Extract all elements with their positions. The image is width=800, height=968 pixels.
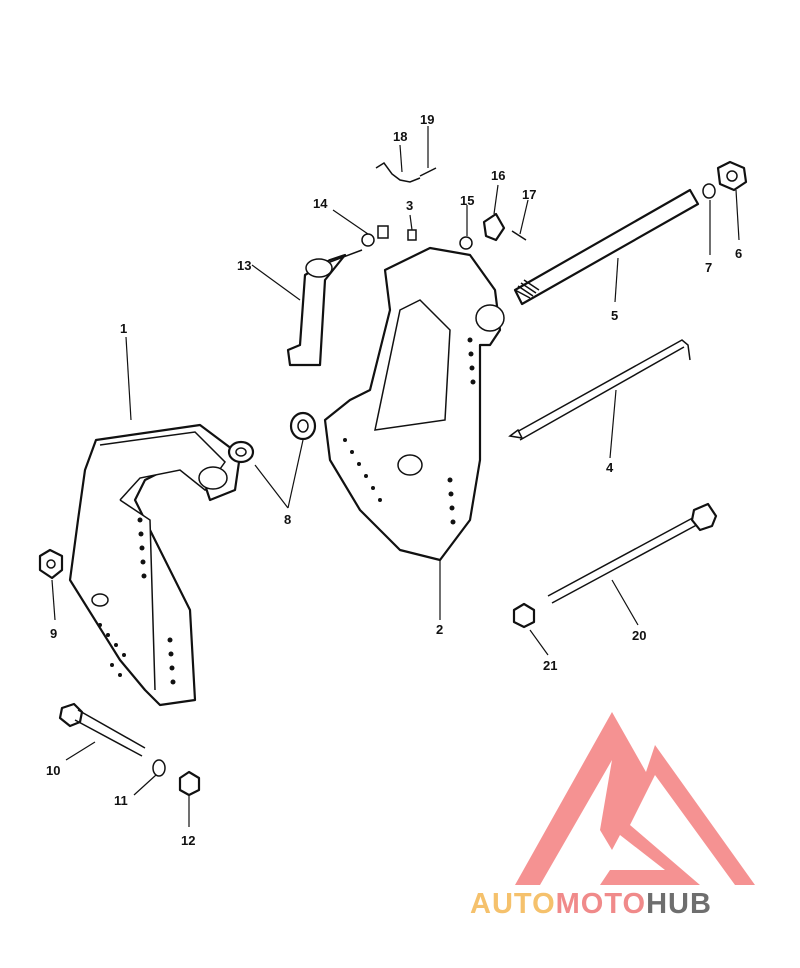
clamp-bracket-right [323, 246, 505, 562]
callout-4: 4 [606, 460, 614, 475]
spring-18 [375, 161, 421, 183]
callout-12: 12 [181, 833, 195, 848]
fastener-13-top [377, 225, 389, 239]
callout-2: 2 [436, 622, 443, 637]
callout-18: 18 [393, 129, 407, 144]
short-bolt [58, 702, 146, 757]
callout-3: 3 [406, 198, 413, 213]
washer-8a [289, 411, 317, 441]
tilt-lever [286, 249, 363, 367]
callout-labels: 1 2 3 4 5 6 7 8 9 10 11 12 13 14 15 16 1… [46, 112, 742, 848]
callout-5: 5 [611, 308, 618, 323]
nut-21 [512, 602, 536, 629]
pin-17 [511, 230, 527, 241]
brand-part-auto: AUTO [470, 888, 556, 920]
washer-11 [152, 759, 166, 777]
callout-13: 13 [237, 258, 251, 273]
callout-8: 8 [284, 512, 291, 527]
callout-10: 10 [46, 763, 60, 778]
washer-8b [227, 440, 255, 464]
washer-7 [702, 183, 716, 199]
callout-19: 19 [420, 112, 434, 127]
callout-21: 21 [543, 658, 557, 673]
plunger-19 [419, 167, 437, 177]
callout-1: 1 [120, 321, 127, 336]
washer-14 [361, 233, 375, 247]
callout-6: 6 [735, 246, 742, 261]
long-bolt [547, 502, 718, 604]
tilt-pin [508, 339, 691, 441]
nut-9 [38, 548, 64, 580]
callout-15: 15 [460, 193, 474, 208]
brand-part-moto: MOTO [556, 888, 646, 920]
callout-20: 20 [632, 628, 646, 643]
callout-16: 16 [491, 168, 505, 183]
bushing-15 [459, 236, 473, 250]
swivel-shaft [513, 188, 700, 306]
nut-6 [716, 160, 748, 192]
logo-mark [515, 712, 755, 885]
callout-17: 17 [522, 187, 536, 202]
callout-7: 7 [705, 260, 712, 275]
automotohub-logo [515, 712, 755, 885]
callout-11: 11 [114, 793, 128, 808]
clamp-bracket-left [68, 423, 242, 707]
callout-14: 14 [313, 196, 328, 211]
leader-lines [51, 126, 740, 827]
brand-part-hub: HUB [646, 888, 712, 920]
screw-3 [407, 229, 417, 241]
callout-9: 9 [50, 626, 57, 641]
nut-12 [178, 770, 201, 797]
latch-16 [482, 212, 506, 242]
brand-wordmark: AUTOMOTOHUB [470, 888, 712, 920]
